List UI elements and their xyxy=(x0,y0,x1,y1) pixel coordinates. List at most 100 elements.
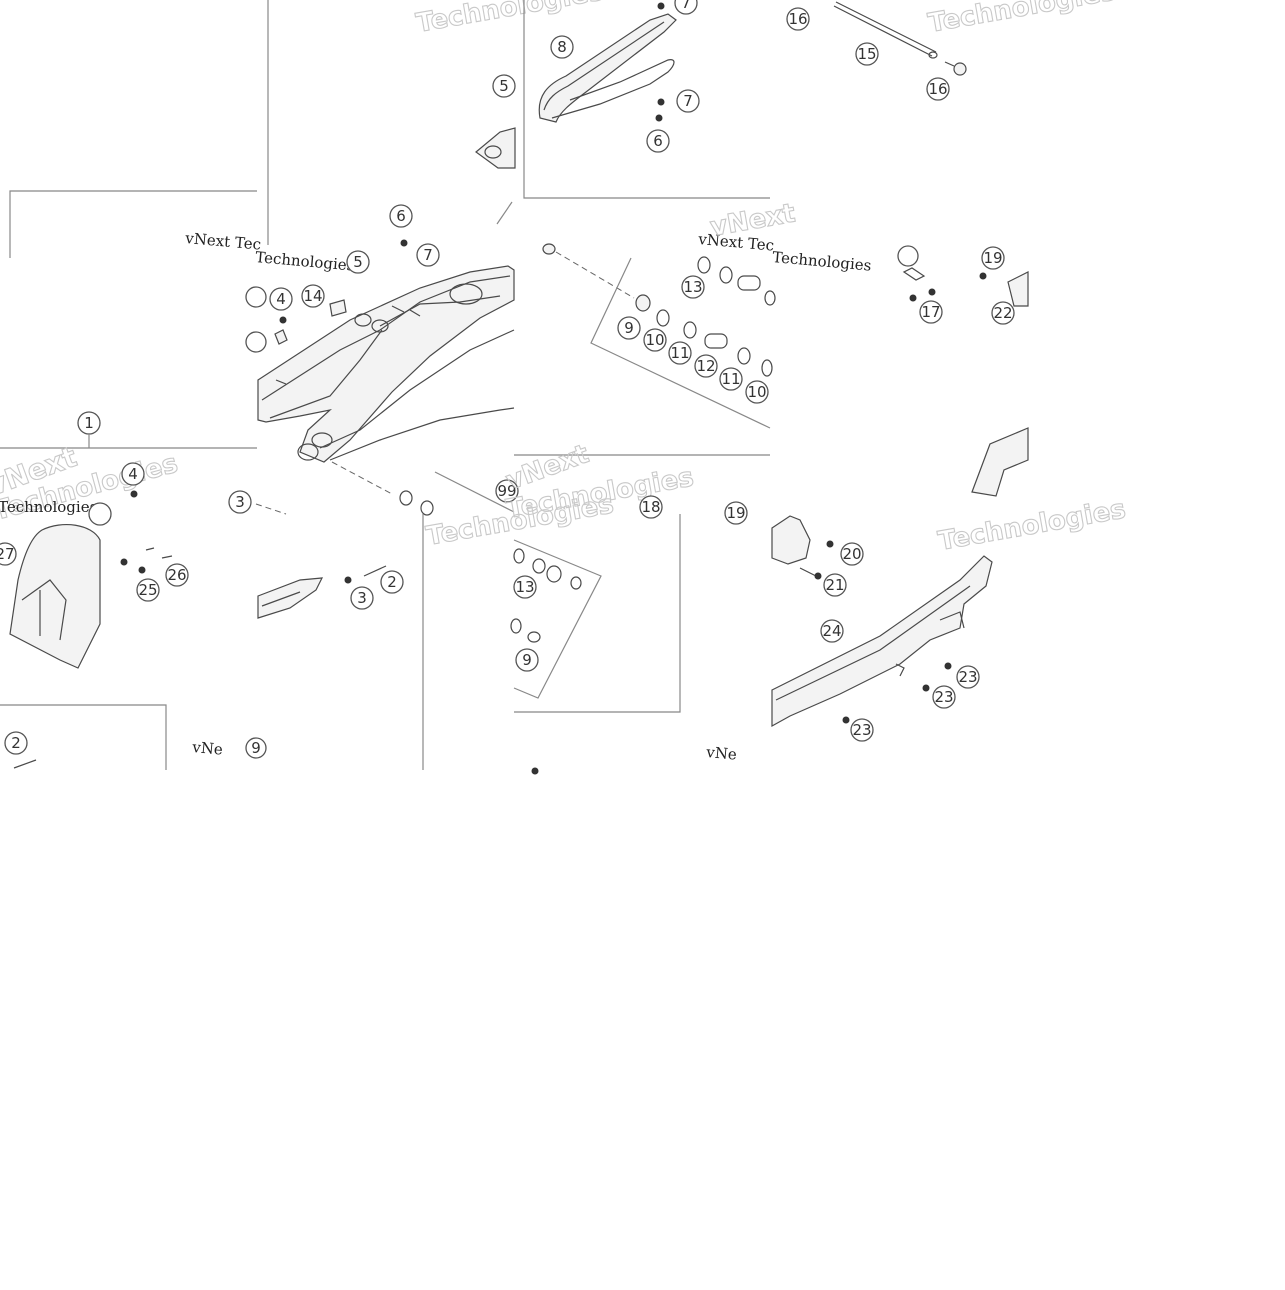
svg-text:4: 4 xyxy=(276,290,286,308)
chain-slider-rear-part xyxy=(257,577,324,619)
watermark-text: Technologies xyxy=(772,248,872,275)
svg-text:14: 14 xyxy=(303,287,322,305)
tile-top-middle-right: 7 8 7 6 xyxy=(523,0,770,199)
tile-top-middle-left: Technologies 5 6 7 xyxy=(389,0,607,267)
callout-2: 2 xyxy=(4,731,28,755)
watermark-text: Technologies xyxy=(414,0,606,39)
callout-18: 18 xyxy=(639,495,663,519)
callout-8: 8 xyxy=(550,35,574,59)
svg-text:26: 26 xyxy=(167,566,186,584)
callout-7: 7 xyxy=(416,243,440,267)
svg-text:16: 16 xyxy=(928,80,947,98)
callout-27: 27 xyxy=(0,542,17,566)
callout-9: 9 xyxy=(515,648,539,672)
callout-22: 22 xyxy=(991,301,1015,325)
svg-text:9: 9 xyxy=(522,651,532,669)
callout-10: 10 xyxy=(643,328,667,352)
bearing-pin-part xyxy=(542,243,651,312)
swingarm-part xyxy=(257,265,515,463)
svg-text:6: 6 xyxy=(396,207,406,225)
tile-lower-middle-right: 18 13 9 vNe xyxy=(510,495,738,775)
svg-text:7: 7 xyxy=(683,92,693,110)
svg-text:24: 24 xyxy=(822,622,841,640)
callout-2: 2 xyxy=(380,570,404,594)
tile-mid-left: 1 vNext Technologies Technologies 4 xyxy=(0,411,257,527)
svg-text:3: 3 xyxy=(357,589,367,607)
svg-text:20: 20 xyxy=(842,545,861,563)
svg-text:11: 11 xyxy=(721,370,740,388)
svg-text:23: 23 xyxy=(958,668,977,686)
svg-text:9: 9 xyxy=(251,739,261,757)
svg-text:99: 99 xyxy=(497,482,516,500)
svg-text:6: 6 xyxy=(653,132,663,150)
callout-20: 20 xyxy=(840,542,864,566)
svg-text:2: 2 xyxy=(387,573,397,591)
callout-99: 99 xyxy=(495,479,519,503)
svg-text:10: 10 xyxy=(747,383,766,401)
callout-25: 25 xyxy=(136,578,160,602)
svg-text:10: 10 xyxy=(645,331,664,349)
callout-13: 13 xyxy=(681,275,705,299)
mud-flap-part xyxy=(9,523,101,669)
tile-lower-middle-left: 3 2 9 xyxy=(245,514,424,770)
callout-6: 6 xyxy=(389,204,413,228)
svg-text:1: 1 xyxy=(84,414,94,432)
axle-part xyxy=(833,1,967,76)
part-bracket xyxy=(475,127,516,169)
svg-text:25: 25 xyxy=(138,581,157,599)
svg-text:16: 16 xyxy=(788,10,807,28)
svg-text:23: 23 xyxy=(852,721,871,739)
callout-23: 23 xyxy=(956,665,980,689)
svg-text:7: 7 xyxy=(681,0,691,12)
bearing-set xyxy=(656,256,776,377)
svg-text:21: 21 xyxy=(825,576,844,594)
svg-text:13: 13 xyxy=(683,278,702,296)
callout-12: 12 xyxy=(694,354,718,378)
tile-lower-left: 27 25 26 2 vNe xyxy=(0,523,224,770)
watermark-text: Technologies xyxy=(926,0,1118,39)
callout-3: 3 xyxy=(350,586,374,610)
svg-text:3: 3 xyxy=(235,493,245,511)
callout-11: 11 xyxy=(668,341,692,365)
watermark-text: Technologies xyxy=(0,498,97,516)
watermark-text: vNe xyxy=(191,738,224,759)
tile-top-left: vNext Tec xyxy=(9,0,269,258)
tile-chain-guard: 19 Technologies 20 21 24 23 xyxy=(724,494,1129,742)
callout-7: 7 xyxy=(676,89,700,113)
svg-text:13: 13 xyxy=(515,578,534,596)
svg-text:9: 9 xyxy=(624,319,634,337)
svg-text:5: 5 xyxy=(499,77,509,95)
svg-text:4: 4 xyxy=(128,465,138,483)
watermark-text: vNext Tec xyxy=(184,229,262,254)
svg-text:17: 17 xyxy=(921,303,940,321)
tile-mid-right: Technologies 19 17 22 xyxy=(772,245,1029,497)
svg-text:27: 27 xyxy=(0,545,15,563)
callout-15: 15 xyxy=(855,42,879,66)
watermark-text: vNe xyxy=(705,743,738,764)
svg-text:19: 19 xyxy=(983,249,1002,267)
chain-slider-part xyxy=(538,13,677,123)
callout-16: 16 xyxy=(926,77,950,101)
watermark-text: Technologies xyxy=(255,248,355,275)
callout-10: 10 xyxy=(745,380,769,404)
callout-24: 24 xyxy=(820,619,844,643)
svg-text:5: 5 xyxy=(353,253,363,271)
callout-19: 19 xyxy=(724,501,748,525)
callout-1: 1 xyxy=(77,411,101,435)
callout-16: 16 xyxy=(786,7,810,31)
svg-text:8: 8 xyxy=(557,38,567,56)
callout-19: 19 xyxy=(981,246,1005,270)
callout-21: 21 xyxy=(823,573,847,597)
callout-14: 14 xyxy=(301,284,325,308)
watermark-text: Technologies xyxy=(936,494,1128,556)
tile-bearing-kit: vNext Tec vNext 13 9 10 xyxy=(495,198,798,525)
callout-5: 5 xyxy=(492,74,516,98)
callout-11: 11 xyxy=(719,367,743,391)
chain-guard-part xyxy=(771,555,993,728)
callout-5: 5 xyxy=(346,250,370,274)
svg-text:19: 19 xyxy=(726,504,745,522)
svg-text:2: 2 xyxy=(11,734,21,752)
callout-23: 23 xyxy=(932,685,956,709)
svg-text:22: 22 xyxy=(993,304,1012,322)
